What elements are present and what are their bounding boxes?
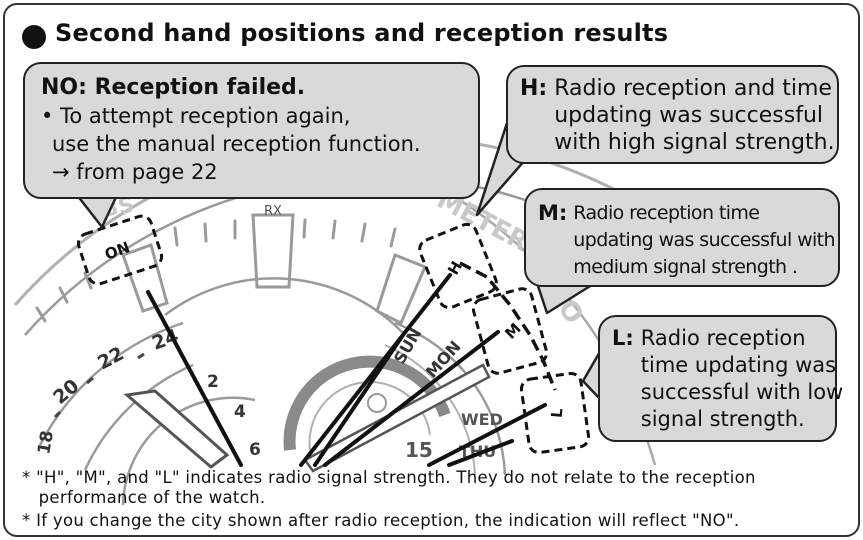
l-line-1: Radio reception [640,326,806,350]
footnote-1-cont: performance of the watch. [22,488,266,507]
m-position-box [471,287,549,375]
left-subdial-hand [123,389,230,469]
callout-no-reception: NO: Reception failed. • To attempt recep… [23,62,480,199]
h-mark: H [444,258,466,278]
l-line-3: successful with low [640,380,844,404]
second-hand-h [299,273,452,467]
l-position-box [519,371,591,455]
h-line-3: with high signal strength. [554,130,835,155]
second-hand-mid [313,333,405,467]
h-line-1: Radio reception and time [554,76,832,101]
section-title: Second hand positions and reception resu… [55,19,669,47]
no-heading: NO: Reception failed. [41,75,306,100]
subdial-number-15: 15 [405,438,433,462]
position-highlights [76,214,591,455]
scale-number-18: 18 [34,429,58,456]
title-bullet-icon [22,25,46,49]
day-wed: WED [461,410,503,429]
no-line-1: • To attempt reception again, [41,104,351,128]
callout-medium-signal: M: Radio reception time updating was suc… [524,188,840,287]
m-line-2: updating was successful with [573,229,835,251]
callout-high-signal: H: Radio reception and time updating was… [506,65,839,164]
position-track [459,261,557,391]
l-pointer [581,349,603,401]
second-hand-m [323,330,500,467]
no-position-box [76,214,164,286]
dial-number-6: 6 [249,440,261,460]
dial-number-4: 4 [234,402,246,422]
callout-low-signal: L: Radio reception time updating was suc… [598,315,843,442]
second-hand-no [146,290,243,467]
left-lug [121,243,169,313]
l-line-4: signal strength. [640,407,805,431]
no-pointer [76,194,119,229]
l-key: L: [612,326,634,350]
bezel-ticks [35,218,397,323]
no-line-2: use the manual reception function. [52,132,421,156]
scale-number-20: 20 [49,375,83,409]
scale-ticks [53,352,145,419]
dial-number-2: 2 [207,372,219,392]
l-line-2: time updating was [640,353,837,377]
m-key: M: [538,201,568,225]
second-hand-low [447,439,514,467]
instruction-panel: Second hand positions and reception resu… [3,3,860,537]
l-mark: L [548,407,567,419]
footnote-1: * "H", "M", and "L" indicates radio sign… [22,468,756,487]
h-key: H: [520,76,548,101]
rx-mark: RX [264,204,282,219]
rx-lug [251,213,295,289]
h-line-2: updating was successful [554,103,823,128]
h-position-box [418,222,498,310]
m-line-1: Radio reception time [573,202,760,224]
m-mark: M [501,319,524,342]
right-lug [375,253,427,326]
scale-ring-outer [38,321,184,446]
scale-ring-inner [83,363,194,471]
no-line-3: → from page 22 [52,160,218,184]
m-line-3: medium signal strength . [573,256,798,278]
footnote-2: * If you change the city shown after rad… [22,511,740,530]
dial-arc [164,277,406,336]
subdial-center [367,393,387,413]
scale-number-24: 24 [149,325,181,355]
